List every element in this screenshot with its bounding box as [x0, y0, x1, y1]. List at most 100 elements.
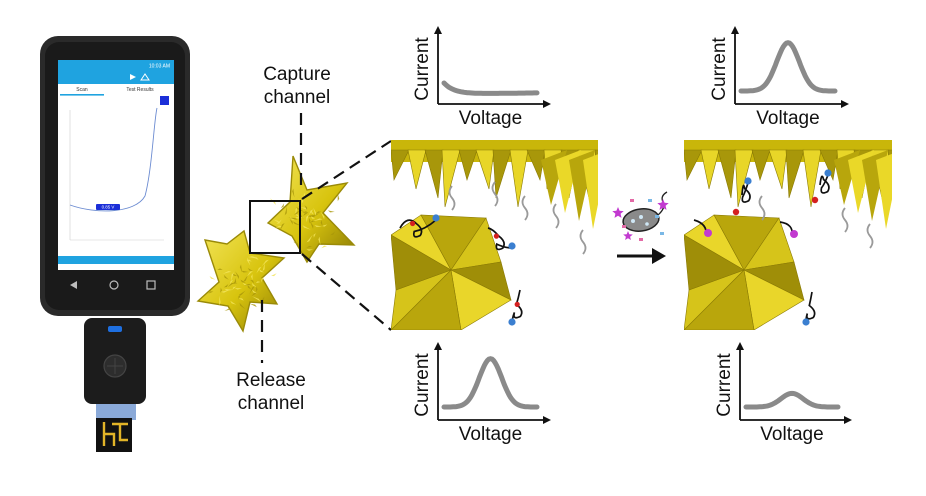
zoom-box [249, 200, 301, 254]
nanospike [314, 225, 323, 227]
nanospike [247, 267, 254, 272]
nanospike [250, 255, 259, 260]
target-star [623, 231, 633, 240]
nav-home-icon[interactable] [109, 280, 119, 290]
nanospike [284, 206, 287, 216]
nanospike [289, 218, 293, 225]
x-axis-arrow [543, 100, 551, 108]
gold-star-electrodes [196, 155, 356, 333]
redox-bead [508, 242, 516, 250]
nanospike [242, 282, 251, 287]
nanospike [441, 149, 461, 208]
nanospike [244, 283, 252, 286]
nanospike [240, 279, 246, 283]
nav-back-icon[interactable] [70, 281, 77, 289]
nanospike [391, 149, 410, 182]
redox-tag-red [410, 220, 416, 227]
nanospike [223, 284, 229, 288]
target-molecule [655, 215, 659, 218]
x-axis-label: Voltage [760, 424, 823, 445]
nanospike [309, 220, 314, 229]
nanospike [318, 236, 321, 246]
nanospike [294, 208, 301, 215]
target-star [657, 199, 669, 210]
nanospike [321, 224, 328, 227]
aptamer-strand [805, 291, 816, 325]
target-molecule [639, 238, 643, 241]
redox-tag-red [732, 208, 740, 216]
nanospike [330, 231, 336, 236]
x-axis-arrow [543, 416, 551, 424]
nanospike [309, 217, 311, 224]
tab-test-results[interactable]: Test Results [126, 87, 154, 93]
tab-scan[interactable]: Scan [76, 87, 88, 93]
redox-bead [744, 177, 752, 185]
nanospike [337, 193, 340, 202]
nanospike [209, 276, 216, 280]
nanospike [208, 291, 214, 294]
capture-star [266, 155, 356, 264]
nanospike [230, 272, 234, 282]
bacterium-with-targets [612, 191, 669, 241]
nanospike [700, 149, 720, 190]
nanospike [321, 245, 328, 249]
nanospike [251, 289, 258, 294]
nanospike [246, 270, 254, 277]
release-label-line2: channel [238, 393, 305, 414]
zoom-line-bottom [301, 253, 392, 331]
surface-closeup-after [684, 140, 892, 330]
nanospike [251, 273, 253, 281]
y-axis-arrow [736, 342, 744, 350]
y-axis-label: Current [412, 353, 433, 417]
blocking-strand [841, 207, 849, 233]
nanospike [232, 286, 237, 290]
nanospike [302, 225, 311, 230]
nanospike [306, 245, 313, 248]
nanospike [276, 219, 282, 224]
nanospike [309, 209, 314, 216]
play-icon[interactable] [130, 74, 136, 80]
nanospike [251, 282, 257, 288]
nanospike [306, 234, 313, 243]
nanospike [223, 274, 229, 280]
nav-recents-icon[interactable] [146, 280, 156, 290]
aptamer-strand [399, 219, 437, 238]
nanospike [314, 211, 322, 215]
nanospike [238, 298, 244, 301]
blocking-strand [758, 195, 766, 221]
blocking-strand [491, 181, 499, 207]
nanospike [235, 271, 239, 280]
nanospike [238, 290, 246, 296]
nanospike [227, 282, 235, 288]
x-axis-arrow [844, 416, 852, 424]
nanospike [338, 229, 343, 233]
current-curve [738, 40, 838, 94]
bottom-nanospike-cluster [684, 214, 805, 330]
blocking-strand [521, 195, 529, 221]
nanospike [327, 210, 335, 213]
nanospike [300, 207, 308, 210]
nanospike [262, 263, 265, 272]
potentiostat-dongle [84, 318, 146, 452]
nanospike [234, 288, 243, 290]
nanospike [251, 293, 257, 297]
nanospike [311, 210, 314, 215]
peak-badge-text: 0.85 V [102, 205, 115, 210]
aptamer-strand [819, 174, 830, 194]
nanospike [260, 276, 265, 283]
nanospike [303, 212, 308, 216]
nanospike [275, 225, 283, 229]
nanospike-facet [684, 234, 745, 291]
nanospike [271, 273, 277, 277]
export-icon[interactable] [140, 73, 150, 81]
redox-bead [802, 318, 810, 326]
nanospike [310, 216, 316, 219]
phone-screen: 10:03 AM Scan Test Results 0.85 V [58, 60, 174, 270]
nanospike [293, 241, 299, 246]
target-molecule [648, 199, 652, 202]
nanospike [306, 249, 314, 251]
nanospike [224, 308, 232, 312]
color-swatch[interactable] [160, 96, 169, 105]
